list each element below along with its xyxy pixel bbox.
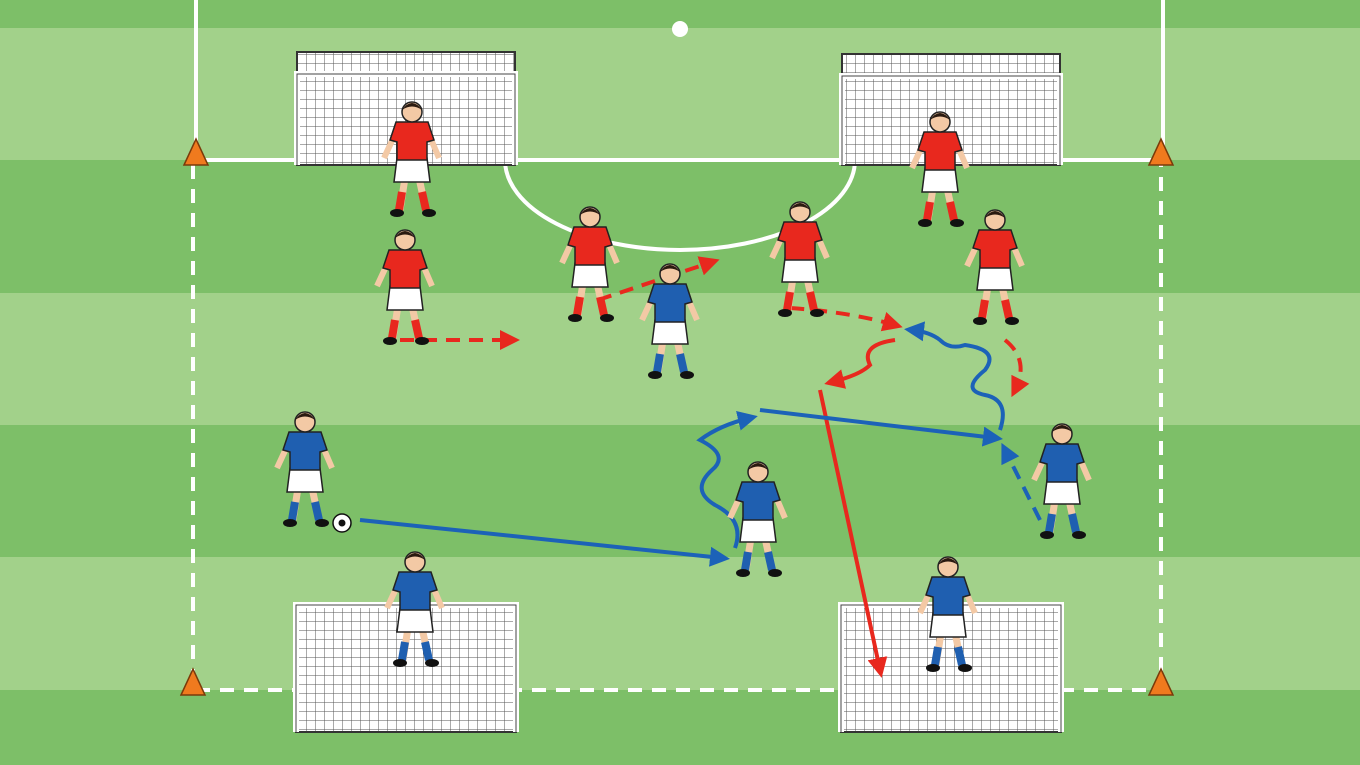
grass-stripe (0, 425, 1360, 557)
red-player (769, 201, 830, 317)
grass-stripe (0, 557, 1360, 690)
blue-pass-arrow (359, 518, 730, 567)
cone (1147, 137, 1175, 166)
grass-stripe (0, 690, 1360, 765)
penalty-spot (672, 21, 688, 37)
blue-dribble-arrow (904, 321, 1005, 431)
blue-player (384, 551, 445, 667)
cone (182, 137, 210, 166)
blue-player (1031, 423, 1092, 539)
players (274, 101, 1092, 672)
red-shot-line (818, 389, 888, 678)
football (332, 513, 352, 533)
pitch-lines (191, 0, 1165, 692)
blue-pass-arrow (759, 408, 1003, 447)
red-run-arrows (400, 256, 1030, 678)
blue-player (274, 411, 335, 527)
blue-player (727, 461, 788, 577)
cone (179, 667, 207, 696)
red-player (559, 206, 620, 322)
blue-dashed-arrow (1001, 442, 1042, 521)
red-dashed-arrow (789, 306, 903, 332)
red-dashed-arrow (597, 256, 720, 302)
red-player (909, 111, 970, 227)
blue-pass-arrows (359, 321, 1042, 567)
red-player (964, 209, 1025, 325)
grass-stripe (0, 28, 1360, 160)
red-player (374, 229, 435, 345)
cone (1147, 667, 1175, 696)
blue-player (917, 556, 978, 672)
red-curve-arrow (824, 338, 896, 389)
cones (179, 137, 1175, 696)
goal (839, 53, 1063, 166)
blue-player (639, 263, 700, 379)
red-player (381, 101, 442, 217)
red-dashed-arrow (1003, 338, 1030, 398)
